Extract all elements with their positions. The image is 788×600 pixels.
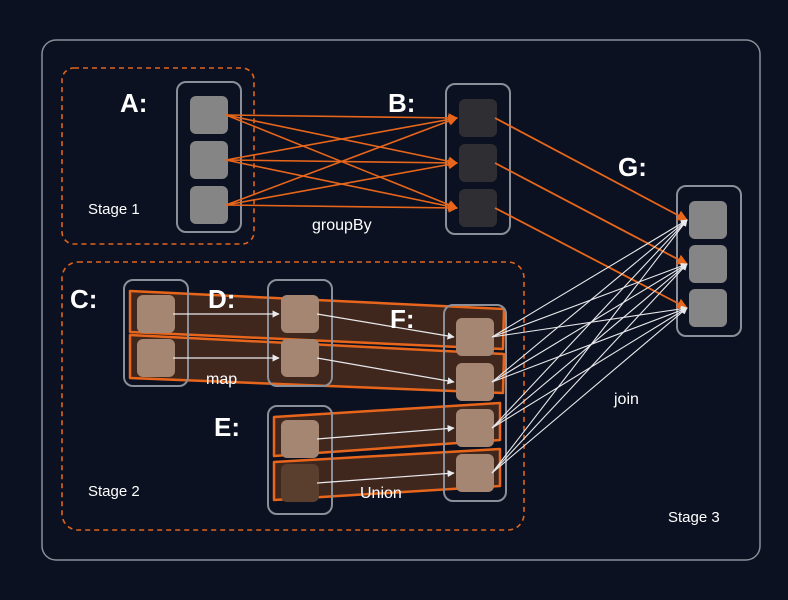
edge-f3-g2: [491, 307, 688, 474]
node-label-d: D:: [208, 284, 235, 314]
operation-label-groupby: groupBy: [312, 217, 372, 234]
stage3-frame: [41, 39, 761, 561]
edge-d1-f1: [316, 357, 455, 385]
stage1-box: [61, 67, 255, 245]
edge-e0-f2: [316, 424, 455, 440]
stage3-label: Stage 3: [668, 509, 720, 526]
operation-label-map: map: [206, 371, 237, 388]
partition-block-e-0: [281, 420, 319, 458]
edge-b0-g0: [494, 117, 688, 221]
edge-f1-g0: [491, 219, 688, 383]
partition-block-f-1: [456, 363, 494, 401]
node-label-b: B:: [388, 88, 415, 118]
node-label-f: F:: [390, 304, 415, 334]
stage1-label: Stage 1: [88, 201, 140, 218]
partition-block-a-2: [190, 186, 228, 224]
edge-a2-b0: [225, 116, 458, 206]
partition-block-g-2: [689, 289, 727, 327]
edge-b1-g1: [494, 162, 688, 265]
node-label-c: C:: [70, 284, 97, 314]
node-container-b: [445, 83, 511, 235]
edge-d0-f0: [316, 313, 455, 340]
partition-block-b-1: [459, 144, 497, 182]
operation-label-join: join: [613, 391, 639, 408]
edge-f3-g1: [491, 263, 688, 474]
edge-e1-f3: [316, 469, 455, 484]
node-label-a: A:: [120, 88, 147, 118]
node-label-e: E:: [214, 412, 240, 442]
stage2-label: Stage 2: [88, 483, 140, 500]
edge-f0-g0: [491, 219, 688, 338]
edge-a2-b1: [225, 159, 458, 206]
edge-a0-b0: [225, 113, 458, 123]
partition-block-f-2: [456, 409, 494, 447]
partition-block-d-1: [281, 339, 319, 377]
node-container-f: [443, 304, 507, 502]
partition-block-b-2: [459, 189, 497, 227]
partition-block-g-0: [689, 201, 727, 239]
operation-label-union: Union: [360, 485, 402, 502]
node-label-g: G:: [618, 152, 647, 182]
partition-block-f-0: [456, 318, 494, 356]
partition-block-a-1: [190, 141, 228, 179]
edge-f1-g1: [491, 263, 688, 383]
edge-f1-g2: [491, 307, 688, 383]
edge-f3-g0: [491, 219, 688, 474]
partition-block-g-1: [689, 245, 727, 283]
partition-block-e-1: [281, 464, 319, 502]
partition-block-c-1: [137, 339, 175, 377]
partition-block-a-0: [190, 96, 228, 134]
dependency-edges: [173, 113, 688, 484]
edge-a2-b2: [225, 203, 458, 213]
stage2-box: [61, 261, 525, 531]
edge-f2-g0: [491, 219, 688, 429]
partition-block-d-0: [281, 295, 319, 333]
partition-blocks: [137, 96, 727, 502]
partition-block-f-3: [456, 454, 494, 492]
node-container-e: [267, 405, 333, 515]
node-container-c: [123, 279, 189, 387]
node-container-d: [267, 279, 333, 387]
edge-a1-b0: [225, 114, 458, 161]
partition-block-c-0: [137, 295, 175, 333]
partition-block-b-0: [459, 99, 497, 137]
